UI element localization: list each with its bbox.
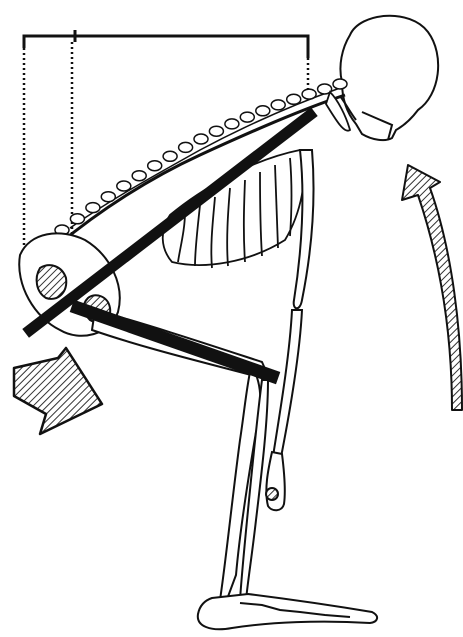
skull — [340, 16, 438, 140]
vertebra — [117, 181, 131, 191]
lower-leg — [220, 372, 268, 602]
vertebra — [163, 151, 177, 161]
vertebra — [209, 126, 223, 136]
vertebra — [179, 142, 193, 152]
foot — [198, 594, 377, 629]
vertebra — [194, 134, 208, 144]
push-arrow-icon — [14, 348, 102, 434]
vertebra — [70, 214, 84, 224]
vertebra — [271, 100, 285, 110]
vertebra — [240, 112, 254, 122]
vertebra — [101, 192, 115, 202]
vertebra — [287, 94, 301, 104]
vertebra — [148, 161, 162, 171]
curved-lift-arrow-icon — [402, 165, 462, 410]
vertebra — [302, 89, 316, 99]
vertebra — [256, 106, 270, 116]
thigh-lever-line — [78, 308, 272, 376]
vertebra — [225, 119, 239, 129]
vertebra — [86, 203, 100, 213]
vertebra — [132, 171, 146, 181]
vertebra — [333, 79, 347, 89]
